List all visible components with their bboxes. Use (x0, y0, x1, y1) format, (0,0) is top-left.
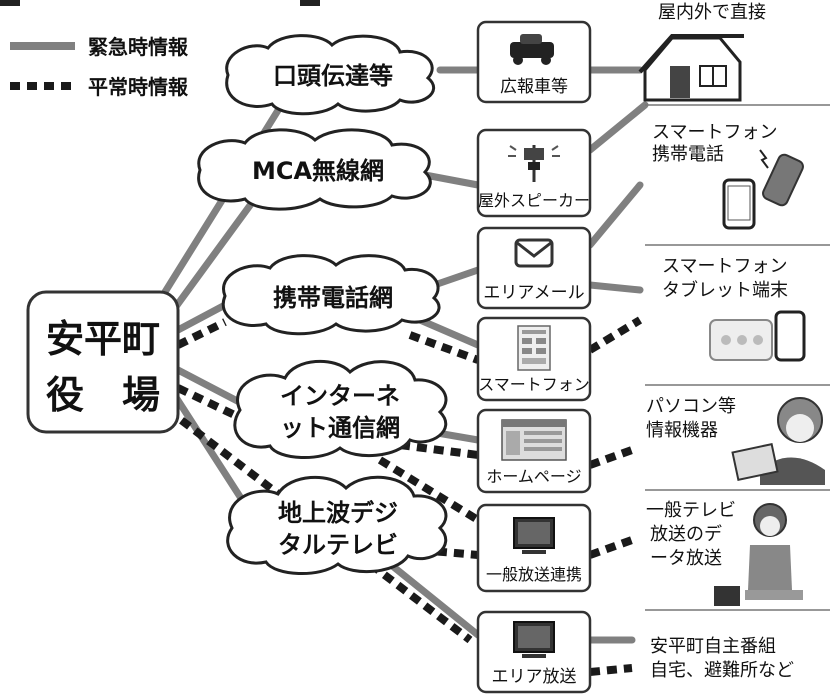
cloud-mca: MCA無線網 (197, 128, 432, 211)
cloud-oral-line1: 口頭伝達等 (273, 62, 393, 90)
receiver-labels: 屋内外で直接 スマートフォン 携帯電話 スマートフォン タブレット端末 パソコン… (646, 2, 794, 681)
media-outdoor-speaker-label: 屋外スピーカー (478, 191, 590, 210)
media-area-broadcast-label: エリア放送 (492, 667, 577, 687)
line-office-internet (174, 366, 249, 409)
media-boxes: 広報車等 屋外スピーカー エリアメール (476, 20, 592, 694)
line-mail-phone (586, 181, 644, 249)
tv-icon (513, 621, 555, 658)
cloud-digital: 地上波デジ タルテレビ (226, 475, 448, 575)
cloud-internet-line2: ット通信網 (280, 414, 400, 442)
receiver-pc-line2: 情報機器 (646, 420, 718, 441)
legend: 緊急時情報 平常時情報 (10, 35, 189, 99)
legend-normal-label: 平常時情報 (88, 75, 189, 99)
line-speaker-direct (586, 101, 649, 154)
cloud-digital-line2: タルテレビ (278, 531, 398, 559)
webpage-icon (501, 419, 567, 461)
receiver-direct-line1: 屋内外で直接 (658, 2, 766, 23)
line-office-mobile (174, 301, 229, 334)
normal-office-mobile (176, 318, 227, 349)
cloud-oral: 口頭伝達等 (225, 34, 436, 116)
media-homepage-label: ホームページ (486, 467, 581, 486)
smartphone-receiver-icon (774, 310, 806, 362)
receiver-pc-line1: パソコン等 (646, 396, 736, 417)
smartphone-app-icon (517, 325, 551, 371)
media-general-broadcast-label: 一般放送連携 (486, 565, 582, 584)
normal-mobile-smartphone (408, 331, 480, 364)
media-outdoor-speaker: 屋外スピーカー (476, 128, 592, 218)
receiver-tvdata-line3: ータ放送 (650, 548, 722, 569)
line-mca-speaker (421, 171, 482, 189)
media-homepage: ホームページ (476, 408, 592, 494)
receiver-tablet-line2: タブレット端末 (662, 279, 788, 301)
media-smartphone-label: スマートフォン (478, 375, 590, 394)
normal-areabc-own (589, 664, 633, 676)
receiver-own-line2: 自宅、避難所など (650, 660, 794, 681)
flip-phone-icon (759, 149, 804, 207)
media-pr-vehicle: 広報車等 (476, 20, 592, 104)
normal-internet-homepage (399, 441, 479, 459)
media-pr-vehicle-label: 広報車等 (500, 77, 568, 97)
speaker-tower-icon (508, 145, 560, 182)
receiver-tvdata-line2: 放送のデ (650, 524, 722, 545)
title-fragment (0, 0, 320, 6)
network-clouds: 口頭伝達等 MCA無線網 携帯電話網 インターネ ット通信網 地上波デジ タルテ… (197, 34, 448, 575)
media-area-broadcast: エリア放送 (476, 610, 592, 694)
house-icon (638, 34, 744, 102)
mobile-phone-icon (722, 178, 756, 230)
normal-internet-general (377, 456, 481, 524)
receiver-phone-line2: 携帯電話 (652, 144, 724, 165)
cloud-digital-line1: 地上波デジ (278, 499, 398, 527)
normal-office-internet (176, 384, 247, 424)
media-smartphone: スマートフォン (476, 316, 592, 402)
receiver-tablet-line1: スマートフォン (662, 256, 787, 277)
origin-line2: 役 場 (46, 373, 160, 417)
receiver-phone-line1: スマートフォン (652, 122, 777, 143)
line-digital-areabc (381, 556, 482, 639)
cloud-internet-line1: インターネ (280, 382, 400, 410)
media-area-mail-label: エリアメール (483, 283, 584, 303)
receiver-dividers (645, 104, 830, 611)
legend-emergency-label: 緊急時情報 (88, 35, 189, 59)
receiver-illustrations (638, 34, 825, 606)
line-mail-tablet (586, 281, 644, 294)
tv-icon (513, 517, 555, 554)
normal-general-tvdata (588, 536, 634, 559)
pr-vehicle-icon (510, 34, 554, 65)
media-general-broadcast: 一般放送連携 (476, 503, 592, 593)
receiver-tvdata-line1: 一般テレビ (646, 500, 736, 521)
cloud-mca-line1: MCA無線網 (252, 157, 384, 185)
media-area-mail: エリアメール (476, 226, 592, 310)
cloud-mobile-line1: 携帯電話網 (273, 284, 393, 312)
emergency-lines (156, 66, 649, 644)
envelope-icon (514, 238, 554, 268)
origin-line1: 安平町 (46, 317, 160, 361)
normal-homepage-pc (588, 446, 634, 469)
cloud-mobile: 携帯電話網 (221, 254, 441, 336)
cloud-internet: インターネ ット通信網 (233, 359, 448, 459)
normal-smartphone-tablet (587, 316, 643, 354)
tablet-icon (709, 319, 773, 361)
person-tv-icon (714, 503, 803, 606)
line-mobile-smartphone (416, 316, 482, 349)
origin-box: 安平町 役 場 (26, 290, 180, 434)
person-computer-icon (731, 397, 825, 485)
receiver-own-line1: 安平町自主番組 (650, 636, 776, 657)
